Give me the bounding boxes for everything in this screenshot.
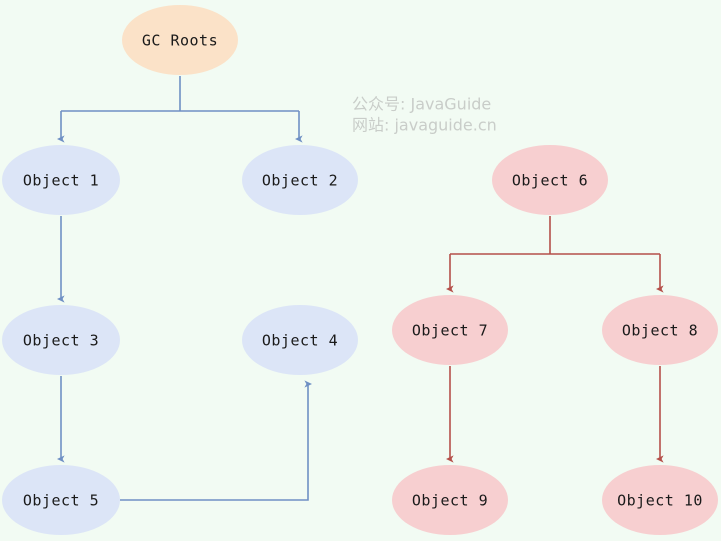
node-object-9[interactable]: Object 9 [392,465,508,535]
node-label-object-2: Object 2 [262,172,338,190]
node-shape-object-5 [2,465,120,535]
node-object-4[interactable]: Object 4 [242,305,358,375]
node-label-object-10: Object 10 [617,492,703,510]
node-gc-roots[interactable]: GC Roots [122,5,238,75]
watermark: 公众号: JavaGuide 网站: javaguide.cn [352,95,497,135]
edge-object6-object7 [450,216,660,289]
node-shape-object-10 [602,465,718,535]
watermark-line-2: 网站: javaguide.cn [352,116,497,135]
node-object-5[interactable]: Object 5 [2,465,120,535]
watermark-line-1: 公众号: JavaGuide [352,95,491,114]
node-object-8[interactable]: Object 8 [602,295,718,365]
edges-layer [61,76,664,501]
node-shape-object-9 [392,465,508,535]
node-shape-object-4 [242,305,358,375]
node-object-6[interactable]: Object 6 [492,145,608,215]
node-label-gc-roots: GC Roots [142,32,218,50]
node-label-object-8: Object 8 [622,322,698,340]
node-object-7[interactable]: Object 7 [392,295,508,365]
node-label-object-6: Object 6 [512,172,588,190]
node-object-10[interactable]: Object 10 [602,465,718,535]
node-shape-object-7 [392,295,508,365]
node-label-object-7: Object 7 [412,322,488,340]
node-object-1[interactable]: Object 1 [2,145,120,215]
node-shape-object-2 [242,145,358,215]
node-shape-object-1 [2,145,120,215]
node-label-object-1: Object 1 [23,172,99,190]
node-shape-object-8 [602,295,718,365]
node-label-object-4: Object 4 [262,332,338,350]
node-shape-object-3 [2,305,120,375]
node-object-3[interactable]: Object 3 [2,305,120,375]
node-shape-object-6 [492,145,608,215]
node-label-object-5: Object 5 [23,492,99,510]
edge-object5-object4 [120,380,313,501]
node-label-object-3: Object 3 [23,332,99,350]
node-shape-gc-roots [122,5,238,75]
node-object-2[interactable]: Object 2 [242,145,358,215]
edge-gcroots-object1 [61,76,299,139]
node-label-object-9: Object 9 [412,492,488,510]
